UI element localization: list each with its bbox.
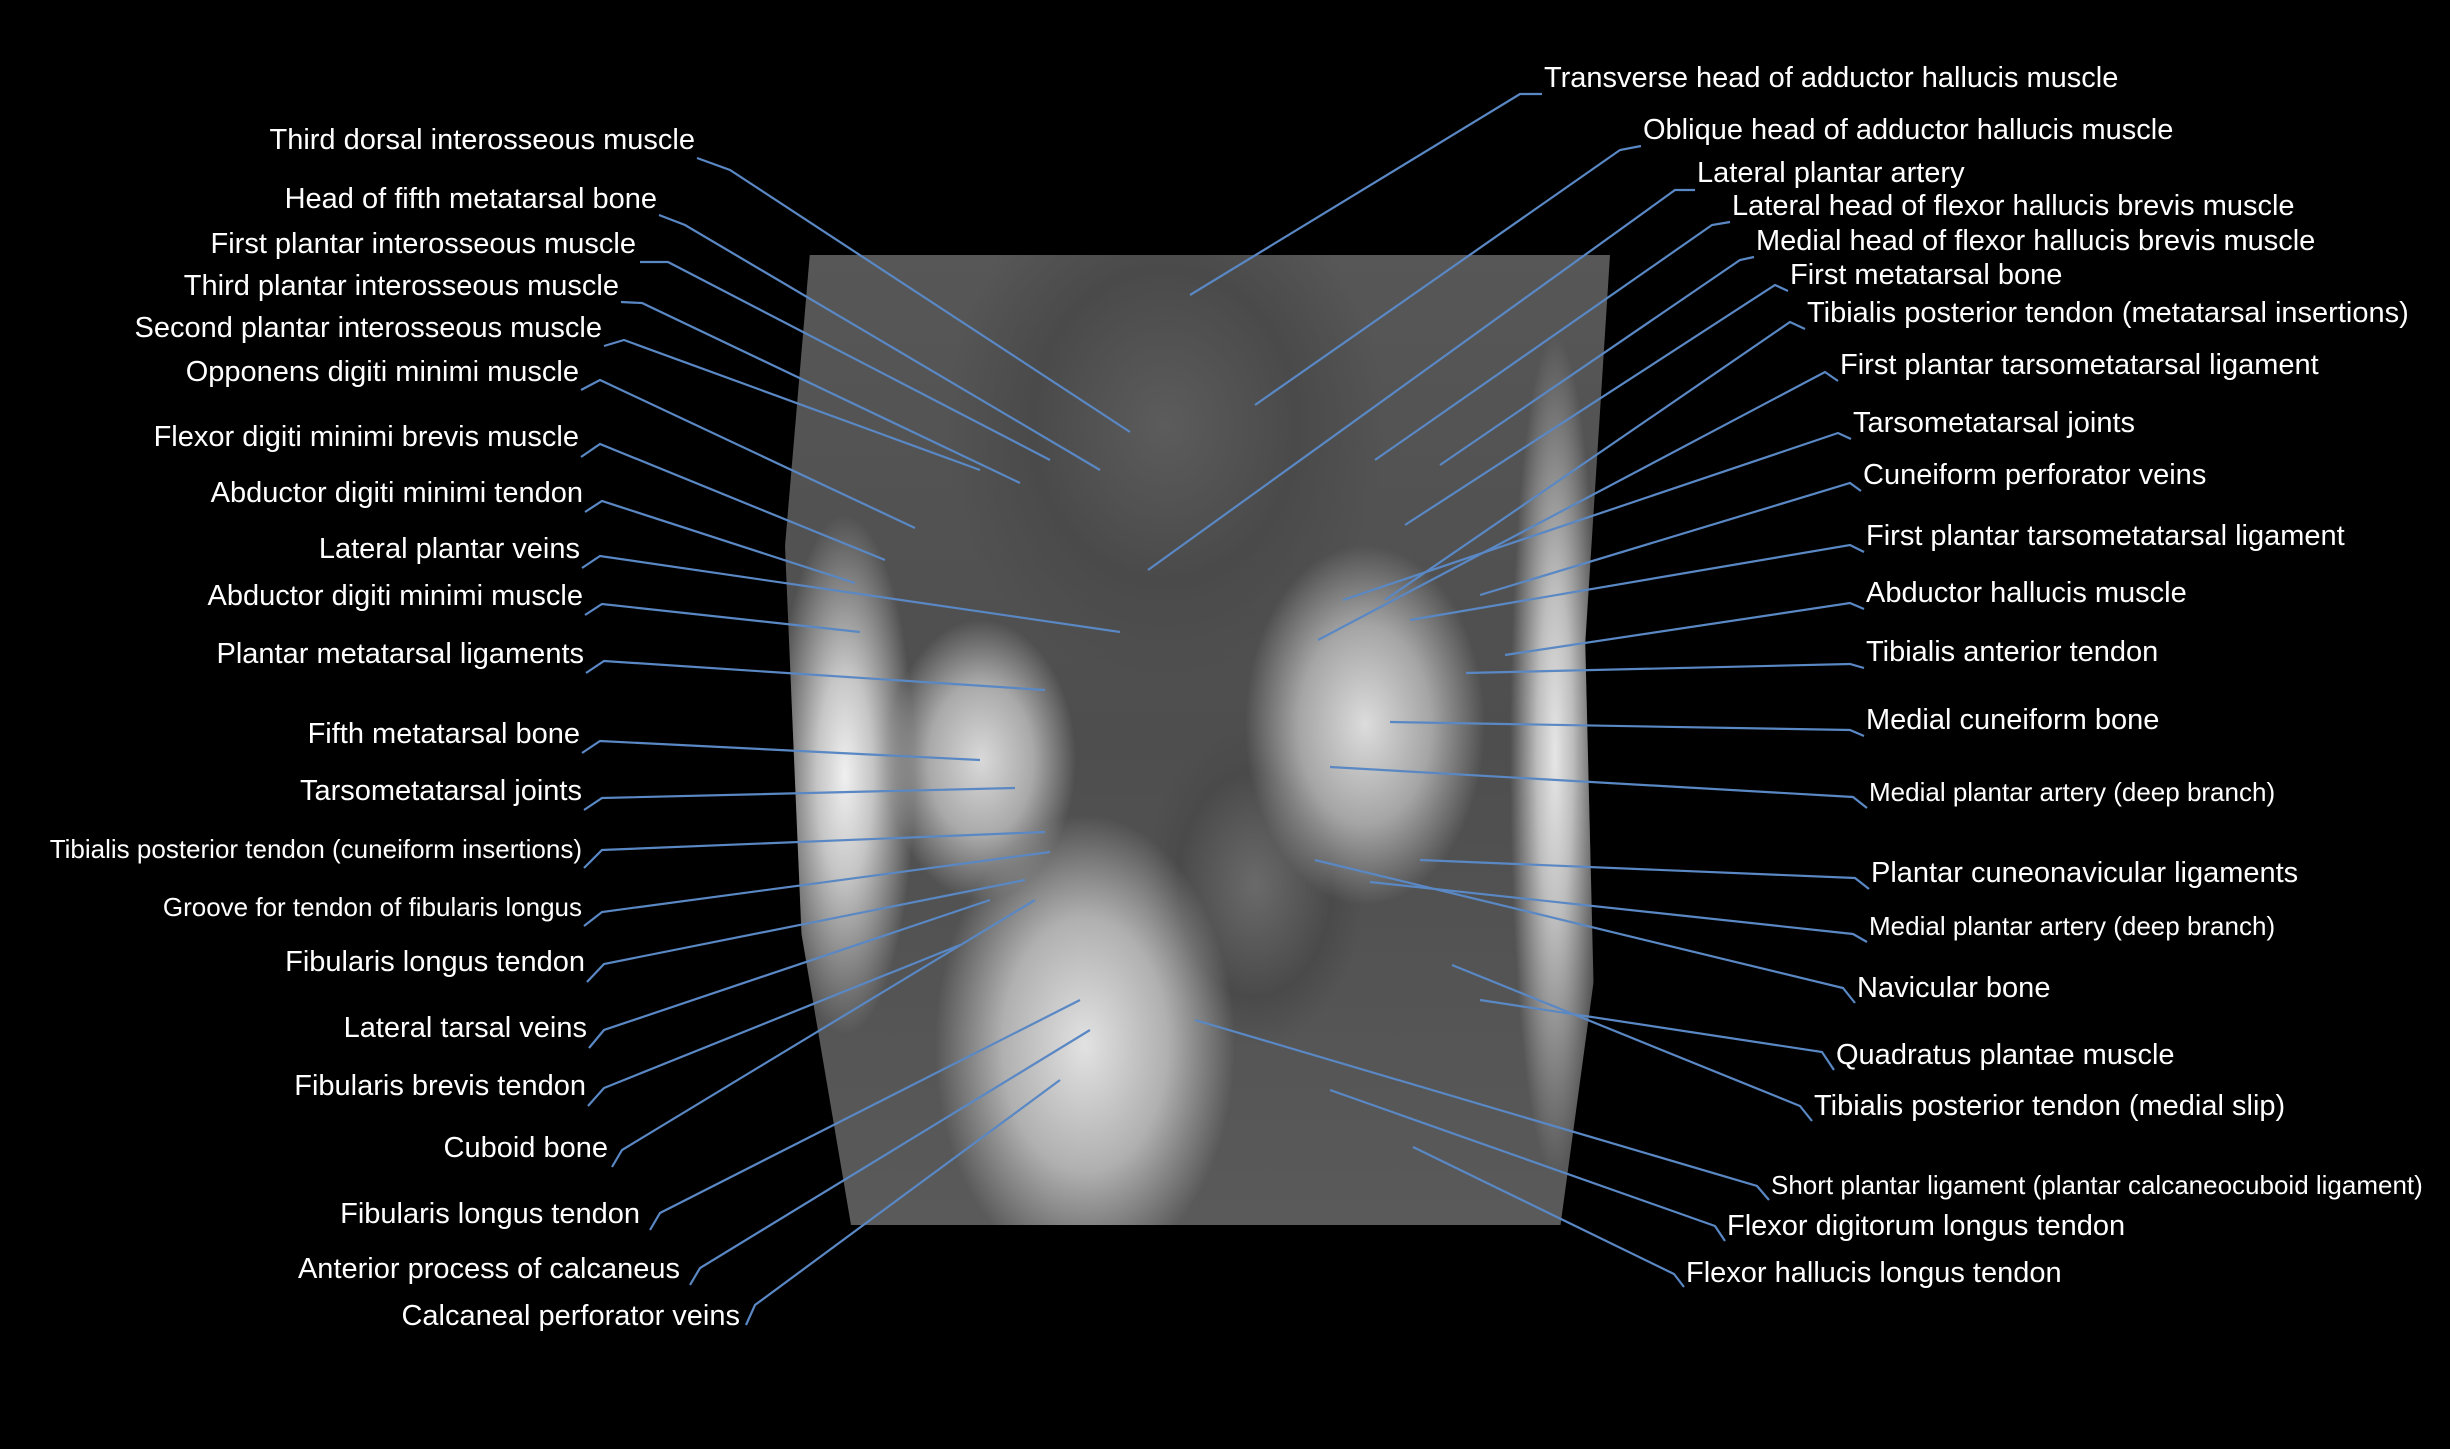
label-fifth-metatarsal-bone: Fifth metatarsal bone bbox=[307, 718, 580, 750]
label-plantar-metatarsal-ligaments: Plantar metatarsal ligaments bbox=[216, 638, 585, 670]
label-abductor-digiti-minimi-tendon: Abductor digiti minimi tendon bbox=[210, 477, 583, 509]
label-tibialis-posterior-tendon-medial-slip: Tibialis posterior tendon (medial slip) bbox=[1814, 1090, 2286, 1122]
label-fibularis-longus-tendon: Fibularis longus tendon bbox=[340, 1198, 640, 1230]
label-flexor-digiti-minimi-brevis-muscle: Flexor digiti minimi brevis muscle bbox=[153, 421, 579, 453]
label-flexor-digitorum-longus-tendon: Flexor digitorum longus tendon bbox=[1727, 1210, 2126, 1242]
label-cuboid-bone: Cuboid bone bbox=[443, 1132, 608, 1164]
label-abductor-hallucis-muscle: Abductor hallucis muscle bbox=[1866, 577, 2187, 609]
label-tarsometatarsal-joints: Tarsometatarsal joints bbox=[299, 775, 582, 807]
label-first-metatarsal-bone: First metatarsal bone bbox=[1790, 259, 2063, 291]
label-third-plantar-interosseous-muscle: Third plantar interosseous muscle bbox=[183, 270, 619, 302]
label-flexor-hallucis-longus-tendon: Flexor hallucis longus tendon bbox=[1686, 1257, 2062, 1289]
label-medial-plantar-artery-deep-branch: Medial plantar artery (deep branch) bbox=[1869, 777, 2276, 807]
label-head-of-fifth-metatarsal-bone: Head of fifth metatarsal bone bbox=[284, 183, 657, 215]
label-lateral-tarsal-veins: Lateral tarsal veins bbox=[343, 1012, 587, 1044]
label-calcaneal-perforator-veins: Calcaneal perforator veins bbox=[401, 1300, 740, 1332]
label-fibularis-longus-tendon: Fibularis longus tendon bbox=[285, 946, 585, 978]
mri-image bbox=[785, 255, 1610, 1225]
label-lateral-head-of-flexor-hallucis-brevis-muscle: Lateral head of flexor hallucis brevis m… bbox=[1732, 190, 2295, 222]
label-plantar-cuneonavicular-ligaments: Plantar cuneonavicular ligaments bbox=[1871, 857, 2299, 889]
label-tibialis-anterior-tendon: Tibialis anterior tendon bbox=[1866, 636, 2159, 668]
label-fibularis-brevis-tendon: Fibularis brevis tendon bbox=[294, 1070, 586, 1102]
label-tarsometatarsal-joints: Tarsometatarsal joints bbox=[1853, 407, 2136, 439]
label-lateral-plantar-artery: Lateral plantar artery bbox=[1697, 157, 1965, 189]
label-cuneiform-perforator-veins: Cuneiform perforator veins bbox=[1863, 459, 2207, 491]
label-navicular-bone: Navicular bone bbox=[1857, 972, 2051, 1004]
label-oblique-head-of-adductor-hallucis-muscle: Oblique head of adductor hallucis muscle bbox=[1643, 114, 2174, 146]
label-tibialis-posterior-tendon-metatarsal-insertions: Tibialis posterior tendon (metatarsal in… bbox=[1807, 297, 2409, 329]
label-second-plantar-interosseous-muscle: Second plantar interosseous muscle bbox=[134, 312, 602, 344]
label-opponens-digiti-minimi-muscle: Opponens digiti minimi muscle bbox=[185, 356, 579, 388]
label-medial-cuneiform-bone: Medial cuneiform bone bbox=[1866, 704, 2160, 736]
label-tibialis-posterior-tendon-cuneiform-insertions: Tibialis posterior tendon (cuneiform ins… bbox=[49, 834, 582, 864]
label-abductor-digiti-minimi-muscle: Abductor digiti minimi muscle bbox=[207, 580, 583, 612]
label-first-plantar-tarsometatarsal-ligament: First plantar tarsometatarsal ligament bbox=[1866, 520, 2345, 552]
label-third-dorsal-interosseous-muscle: Third dorsal interosseous muscle bbox=[269, 124, 695, 156]
label-lateral-plantar-veins: Lateral plantar veins bbox=[318, 533, 580, 565]
label-anterior-process-of-calcaneus: Anterior process of calcaneus bbox=[297, 1253, 680, 1285]
label-first-plantar-interosseous-muscle: First plantar interosseous muscle bbox=[210, 228, 637, 260]
label-quadratus-plantae-muscle: Quadratus plantae muscle bbox=[1836, 1039, 2175, 1071]
label-groove-for-tendon-of-fibularis-longus: Groove for tendon of fibularis longus bbox=[162, 892, 582, 922]
label-short-plantar-ligament-plantar-calcaneocuboid-ligament: Short plantar ligament (plantar calcaneo… bbox=[1771, 1170, 2423, 1200]
label-medial-plantar-artery-deep-branch: Medial plantar artery (deep branch) bbox=[1869, 911, 2276, 941]
label-medial-head-of-flexor-hallucis-brevis-muscle: Medial head of flexor hallucis brevis mu… bbox=[1756, 225, 2316, 257]
label-first-plantar-tarsometatarsal-ligament: First plantar tarsometatarsal ligament bbox=[1840, 349, 2319, 381]
label-transverse-head-of-adductor-hallucis-muscle: Transverse head of adductor hallucis mus… bbox=[1544, 62, 2119, 94]
